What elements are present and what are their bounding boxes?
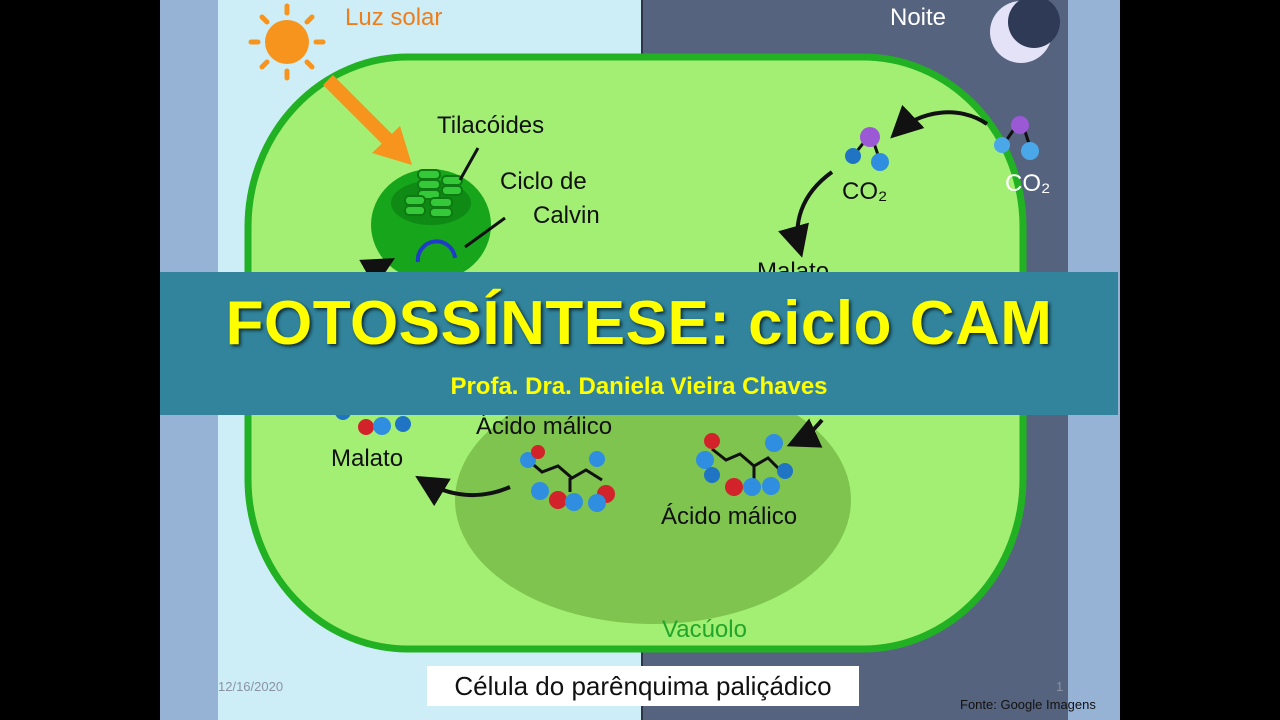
malic-acid-right-label: Ácido málico	[661, 503, 798, 530]
co2-molecule-inside	[845, 127, 889, 171]
sun-icon	[248, 3, 326, 81]
slide-title: FOTOSSÍNTESE: ciclo CAM	[225, 289, 1053, 358]
malic-acid-left-label: Ácido málico	[476, 413, 613, 440]
malate-left-label: Malato	[331, 445, 404, 472]
co2-outside-label: CO₂	[1005, 170, 1051, 197]
malic-acid-molecule-left	[520, 445, 615, 512]
slide: Luz solar Noite Tilacóides Ciclo de Calv…	[160, 0, 1120, 720]
co2-to-malate-arrow	[778, 170, 834, 258]
malic-acid-molecule-right	[696, 433, 793, 496]
chloroplast	[371, 169, 491, 281]
malate-to-vacuole-arrow	[786, 418, 824, 448]
co2-molecule-outside	[994, 116, 1039, 160]
co2-inside-label: CO₂	[842, 178, 888, 205]
calvin-label-line2: Calvin	[533, 202, 600, 229]
title-banner: FOTOSSÍNTESE: ciclo CAM Profa. Dra. Dani…	[160, 272, 1118, 415]
image-source: Fonte: Google Imagens	[960, 697, 1096, 712]
sunlight-arrow	[323, 75, 412, 165]
calvin-pointer	[464, 216, 506, 249]
night-label: Noite	[890, 4, 947, 31]
slide-date: 12/16/2020	[218, 679, 284, 694]
moon-icon	[990, 0, 1060, 63]
slide-subtitle: Profa. Dra. Daniela Vieira Chaves	[450, 373, 828, 400]
day-label: Luz solar	[345, 4, 443, 31]
slide-page-number: 1	[1056, 679, 1064, 694]
vacuole	[455, 376, 851, 624]
vacuole-label: Vacúolo	[662, 616, 747, 643]
malic-to-malate-arrow	[415, 475, 511, 507]
cell-caption: Célula do parênquima paliçádico	[427, 666, 859, 706]
thylakoids-pointer	[458, 147, 480, 181]
thylakoids-label: Tilacóides	[437, 112, 545, 139]
co2-entry-arrow	[890, 104, 989, 139]
calvin-label-line1: Ciclo de	[500, 168, 587, 195]
